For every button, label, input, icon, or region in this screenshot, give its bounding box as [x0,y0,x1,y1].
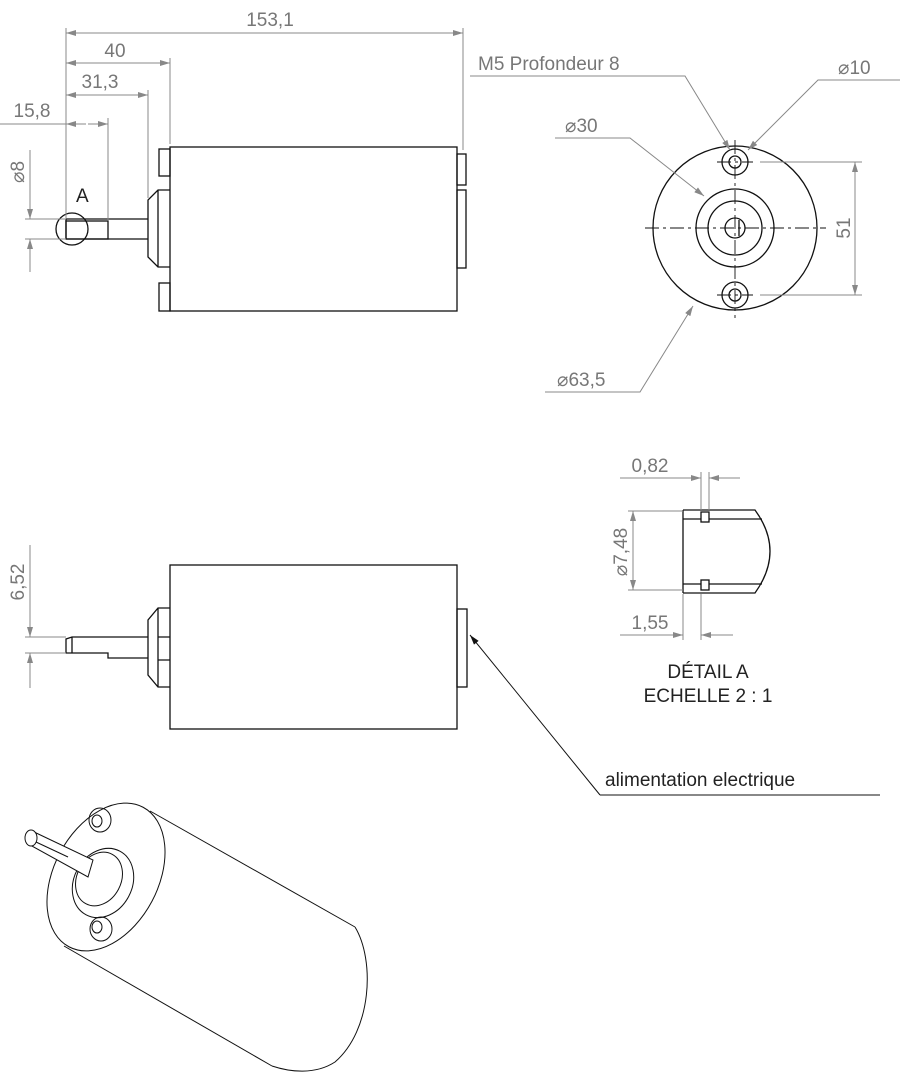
dim-hole-diameter: ⌀10 [838,58,871,79]
motor-body [169,146,458,312]
flange [147,189,170,268]
body-edge-bottom [63,945,273,1067]
shaft [65,218,148,240]
dim-body-diameter: ⌀63,5 [557,370,605,391]
power-supply-label: alimentation electrique [605,770,795,791]
isometric-view [24,802,368,1072]
mount-boss-bottom [158,282,171,312]
dim-flat: 6,52 [8,564,29,601]
dim-groove-width: 0,82 [632,456,669,477]
dim-groove-position: 1,55 [632,613,669,634]
detail-a: 0,82 ⌀7,48 1,55 DÉTAIL A ECHELLE 2 : 1 [611,456,772,707]
power-connector [456,608,468,688]
motor-body [169,564,458,730]
mount-hole-top [88,807,112,833]
detail-title: DÉTAIL A [667,662,749,683]
dim-body-offset: 40 [104,41,125,62]
thread-note: M5 Profondeur 8 [478,54,620,75]
rear-tab-top [456,153,467,186]
end-view: M5 Profondeur 8 ⌀10 ⌀30 ⌀63,5 51 [470,54,900,393]
mount-boss-top [158,148,171,177]
detail-marker: A [76,186,89,207]
shaft-key [65,220,109,240]
dim-key-length: 15,8 [14,101,51,122]
front-face [46,802,166,952]
mount-hole-bottom [89,916,113,942]
dim-hole-spacing: 51 [834,217,855,238]
detail-scale: ECHELLE 2 : 1 [644,686,773,707]
rear-edge [271,926,368,1072]
dim-flange-offset: 31,3 [82,72,119,93]
dim-groove-diameter: ⌀7,48 [611,528,632,576]
dim-shaft-diameter: ⌀8 [8,161,29,183]
body-edge-top [149,810,356,928]
flange [147,607,170,688]
rear-tab-bottom [456,189,467,269]
dim-overall-length: 153,1 [246,10,294,31]
detail-a-circle [55,212,89,246]
side-view: alimentation electrique 6,52 [8,545,880,796]
dim-boss-diameter: ⌀30 [565,116,598,137]
shaft-tip [682,509,771,594]
front-view: A 153,1 40 31,3 15,8 ⌀8 [0,10,467,312]
shaft [65,636,148,659]
